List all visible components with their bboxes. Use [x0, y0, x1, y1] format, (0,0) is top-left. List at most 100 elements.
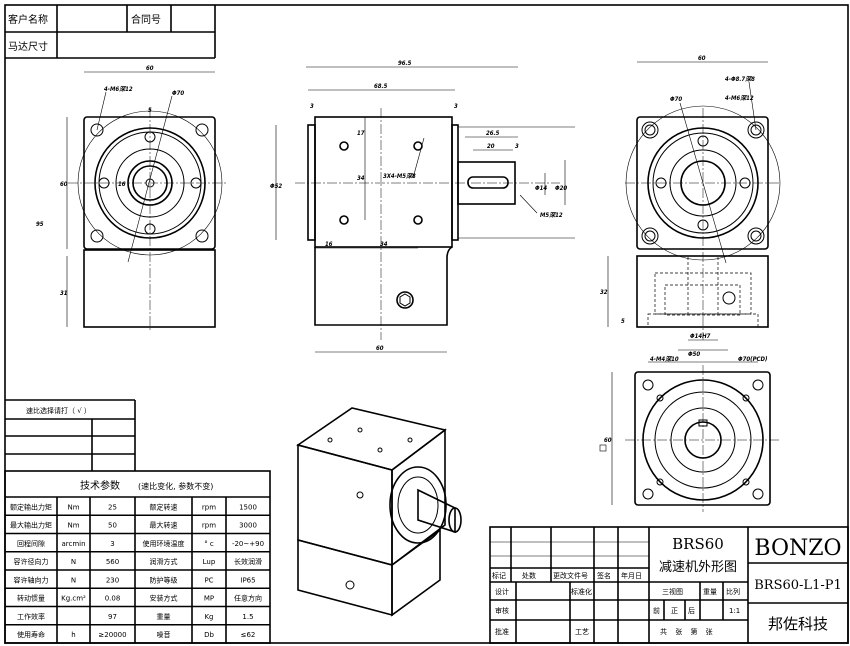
table-cell: 容许轴向力	[14, 575, 49, 584]
table-cell: 最大输出力矩	[10, 521, 52, 530]
dim-spigot-dia: Φ50	[688, 351, 700, 358]
main-label: 正	[671, 607, 678, 615]
table-cell: arcmin	[61, 540, 85, 548]
design-label: 设计	[495, 587, 509, 596]
dim-total-height: 95	[36, 221, 44, 228]
table-cell: 润滑方式	[150, 557, 178, 566]
table-cell: 50	[108, 522, 117, 530]
dim-base-holes: 4-M4深10	[650, 355, 679, 363]
rev-header-sign: 签名	[597, 571, 611, 580]
table-cell: 安装方式	[150, 594, 178, 603]
table-cell: 0.08	[105, 595, 121, 603]
dim-flange-left: 3	[310, 103, 314, 110]
table-cell: Lup	[203, 558, 216, 566]
tech-table-note: (速比变化, 参数不变)	[138, 481, 213, 491]
table-cell: 额定转速	[150, 502, 178, 511]
bottom-view: 60	[599, 365, 780, 512]
dim-pilot-dia: Φ52	[270, 183, 282, 190]
scale-label: 比列	[726, 587, 740, 596]
dim-flange-right: 3	[454, 103, 458, 110]
table-cell: 重量	[157, 613, 171, 621]
table-cell: rpm	[202, 522, 216, 530]
contract-no-label: 合同号	[131, 13, 161, 26]
dim-width: 60	[604, 437, 612, 444]
table-cell: 容许径向力	[14, 557, 49, 566]
table-cell: Db	[204, 631, 214, 639]
table-cell: 使用寿命	[17, 630, 45, 639]
dim-tapped-holes: 4-M6深12	[725, 94, 754, 102]
table-cell: 噪音	[157, 630, 171, 639]
contract-no-field[interactable]	[172, 7, 214, 31]
dim-height: 60	[60, 181, 68, 188]
dim-key: 5	[148, 107, 152, 114]
dim-bore: Φ14H7	[690, 333, 711, 340]
table-cell: IP65	[240, 576, 255, 584]
table-cell: Nm	[67, 522, 79, 530]
table-cell: 防护等级	[150, 575, 178, 584]
table-cell: 230	[106, 576, 119, 584]
table-cell: 1500	[239, 503, 257, 511]
dim-pcd: Φ70	[172, 90, 184, 97]
table-cell: Kg.cm²	[61, 595, 86, 603]
table-cell: 1.5	[242, 613, 253, 621]
review-label: 审核	[495, 606, 509, 615]
rev-header-doc: 更改文件号	[553, 571, 588, 580]
drawing-number: BRS60-L1-P1	[754, 578, 842, 593]
front-label: 前	[653, 606, 660, 615]
company-name: 邦佐科技	[768, 615, 828, 633]
table-cell: Kg	[204, 613, 213, 621]
motor-size-field[interactable]	[58, 33, 214, 57]
dim-base: 31	[60, 290, 68, 297]
table-cell: MP	[204, 595, 214, 603]
scale-value: 1:1	[729, 607, 740, 615]
dim-base-pcd: Φ70(PCD)	[738, 356, 767, 363]
dim-base-height: 32	[600, 289, 608, 296]
drawing-border	[4, 4, 849, 644]
table-cell: 25	[108, 503, 117, 511]
approve-label: 批准	[495, 627, 509, 636]
right-view: 60 4-Φ8.7深8 4-M6深12 Φ70 32 5 Φ14H7 Φ50 4…	[600, 55, 781, 363]
table-cell: N	[71, 576, 76, 584]
table-cell: ° c	[204, 540, 214, 548]
table-cell: -20~+90	[232, 540, 264, 548]
title-block: 标记 处数 更改文件号 签名 年月日 设计 标准化 审核 批准 工艺 BRS60…	[489, 526, 849, 644]
customer-name-field[interactable]	[58, 7, 126, 31]
table-cell: 使用环境温度	[143, 539, 185, 548]
dim-shaft-dia: Φ20	[555, 185, 567, 192]
table-cell: 回程间隙	[17, 539, 45, 548]
table-cell: 最大转速	[150, 521, 178, 530]
ratio-checkbox[interactable]	[93, 437, 134, 453]
table-cell: 长效润滑	[234, 557, 262, 566]
dim-counterbore: 4-Φ8.7深8	[725, 75, 755, 83]
dim-hole-spacing-h: 34	[380, 241, 388, 248]
dim-spigot: 5	[621, 318, 625, 325]
weight-label: 重量	[703, 588, 717, 596]
dim-base-length: 60	[376, 345, 384, 352]
table-cell: ≥20000	[98, 631, 126, 639]
dim-shaft: 16	[118, 181, 126, 188]
dim-width: 60	[698, 55, 706, 62]
three-view-label: 三视图	[662, 587, 683, 596]
table-cell: 3	[110, 540, 114, 548]
rear-label: 后	[688, 606, 695, 615]
table-cell: 560	[106, 558, 119, 566]
table-cell: 额定输出力矩	[10, 502, 52, 511]
table-cell: 转动惯量	[17, 594, 45, 603]
dim-overall-length: 96.5	[398, 60, 412, 67]
left-view: 60 4-M6深12 Φ70 5 16 60 95 31	[36, 65, 228, 332]
ratio-table: 速比选择请打（ √ ）	[5, 399, 136, 471]
dim-hole-offset: 17	[357, 130, 365, 137]
customer-name-label: 客户名称	[8, 13, 48, 26]
dim-shaft-thread: M5深12	[540, 211, 563, 219]
brand-logo: BONZO	[754, 536, 841, 561]
table-cell: 工作效率	[17, 612, 45, 621]
dim-hole-spacing-v: 34	[357, 175, 365, 182]
ratio-checkbox[interactable]	[93, 420, 134, 435]
ratio-checkbox[interactable]	[93, 455, 134, 470]
table-cell: N	[71, 558, 76, 566]
table-cell: h	[71, 631, 75, 639]
dim-hole-edge: 16	[325, 241, 333, 248]
dim-width: 60	[146, 65, 154, 72]
